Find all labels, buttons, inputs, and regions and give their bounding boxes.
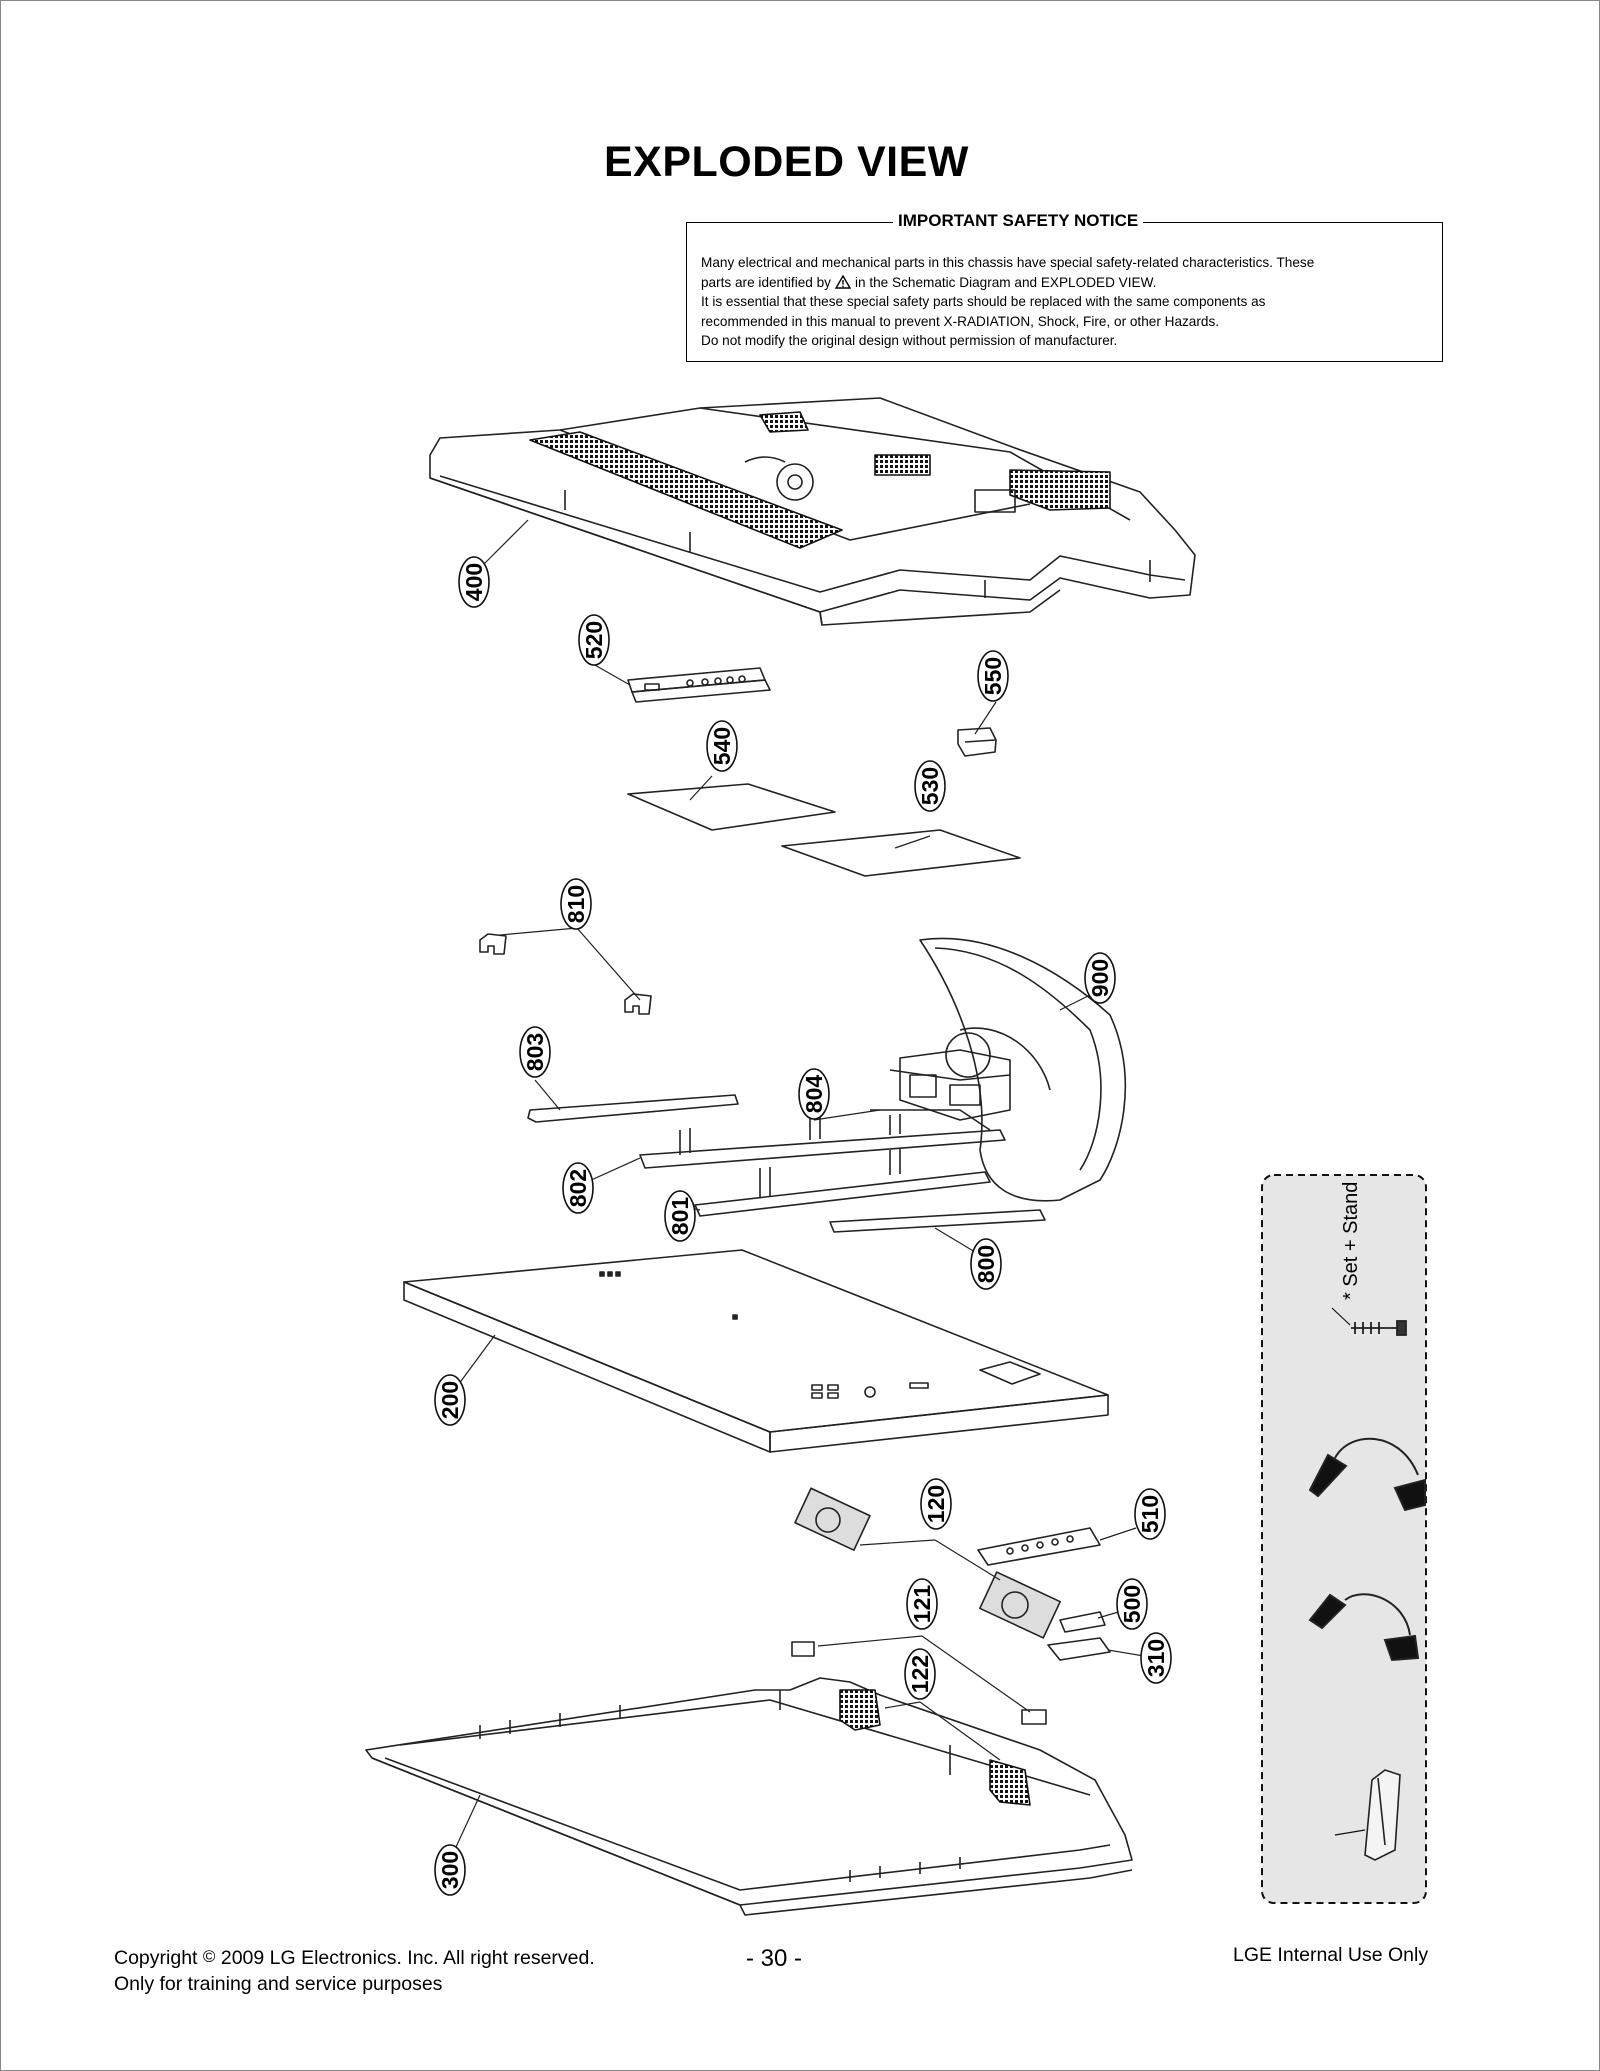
- callout-part-label: 300: [437, 1851, 463, 1889]
- callout-part-550: 550: [977, 650, 1009, 702]
- safety-notice-heading: IMPORTANT SAFETY NOTICE: [893, 211, 1144, 231]
- callout-part-label: 810: [563, 885, 589, 923]
- part-310: [1047, 1637, 1111, 1661]
- sheet-540: [627, 783, 836, 831]
- callout-part-400: 400: [458, 556, 490, 608]
- stand-neck-a2-icon: [1364, 1769, 1401, 1861]
- leader-lines: [449, 519, 1157, 1861]
- callout-part-200: 200: [434, 1374, 466, 1426]
- callout-part-label: 530: [917, 767, 943, 805]
- footer-copyright: Copyright © 2009 LG Electronics. Inc. Al…: [114, 1944, 595, 1997]
- notice-line-2-rest: in the Schematic Diagram and EXPLODED VI…: [854, 274, 1157, 290]
- sheet-530: [781, 829, 1021, 877]
- cable-lv1-icon: [1308, 1593, 1420, 1662]
- footer-line-2: Only for training and service purposes: [114, 1973, 443, 1995]
- callout-part-122: 122: [904, 1648, 936, 1700]
- notice-line-3: It is essential that these special safet…: [701, 294, 1266, 309]
- part-550: [957, 727, 997, 757]
- callout-part-121: 121: [906, 1578, 938, 1630]
- accessory-box: * Set + Stand: [1261, 1174, 1427, 1904]
- callout-part-310: 310: [1140, 1632, 1172, 1684]
- footer-internal-use: LGE Internal Use Only: [1233, 1944, 1429, 1966]
- warning-triangle-icon: [834, 274, 851, 289]
- callout-part-803: 803: [519, 1026, 551, 1078]
- callout-part-label: 804: [801, 1075, 827, 1114]
- callout-part-label: 520: [581, 621, 607, 659]
- notice-line-2: parts are identified by in the Schematic …: [701, 273, 1431, 293]
- back-cover-part: [429, 397, 1196, 626]
- part-500: [1059, 1611, 1106, 1633]
- front-cabinet-300-part: [365, 1677, 1133, 1916]
- callout-part-label: 801: [667, 1197, 693, 1236]
- callout-part-540: 540: [706, 720, 738, 772]
- notice-line-2-prefix: parts are identified by: [701, 274, 831, 290]
- callout-part-510: 510: [1134, 1488, 1166, 1540]
- callout-part-900: 900: [1084, 952, 1116, 1004]
- callout-part-300: 300: [434, 1844, 466, 1896]
- copyright-symbol: ©: [202, 1947, 216, 1966]
- callout-part-120: 120: [920, 1478, 952, 1530]
- bracket-520-part: [627, 667, 771, 703]
- callout-part-label: 802: [565, 1169, 591, 1207]
- rail-801-part: [694, 1149, 991, 1217]
- cable-lv2-icon: [1308, 1437, 1426, 1512]
- callout-part-label: 120: [923, 1485, 949, 1523]
- notice-line-1: Many electrical and mechanical parts in …: [701, 255, 1315, 270]
- notice-line-4: recommended in this manual to prevent X-…: [701, 313, 1220, 329]
- callout-part-520: 520: [578, 614, 610, 666]
- notice-line-5: Do not modify the original design withou…: [701, 333, 1118, 348]
- stand-900-part: [889, 937, 1127, 1202]
- copyright-rest: 2009 LG Electronics. Inc. All right rese…: [220, 1947, 595, 1969]
- callout-part-label: 550: [980, 657, 1006, 695]
- page-number: - 30 -: [746, 1945, 803, 1972]
- callout-part-802: 802: [562, 1162, 594, 1214]
- callout-part-label: 900: [1087, 959, 1113, 997]
- callout-part-label: 803: [522, 1033, 548, 1071]
- callout-part-800: 800: [970, 1238, 1002, 1290]
- callout-part-label: 500: [1119, 1585, 1145, 1623]
- clip-810-part: [479, 933, 652, 1015]
- page-title: EXPLODED VIEW: [604, 138, 969, 186]
- rail-800: [829, 1209, 1046, 1233]
- callout-part-label: 510: [1137, 1495, 1163, 1533]
- callout-part-label: 310: [1143, 1639, 1169, 1677]
- lcd-panel-200-part: [403, 1249, 1109, 1453]
- callout-part-label: 540: [709, 727, 735, 765]
- callout-part-530: 530: [914, 760, 946, 812]
- part-callouts: 400 520 550 540 530 810 900 803 804 802 801 800 200 1…: [434, 556, 1346, 1896]
- callout-part-label: 400: [461, 563, 487, 601]
- callout-part-label: 800: [973, 1245, 999, 1283]
- callout-part-label: 121: [909, 1585, 935, 1624]
- rail-803: [527, 1094, 739, 1123]
- callout-part-label: 200: [437, 1381, 463, 1419]
- rail-802-part: [639, 1109, 1006, 1169]
- callout-part-804: 804: [798, 1068, 830, 1120]
- callout-part-810: 810: [560, 878, 592, 930]
- accessory-note: * Set + Stand: [1340, 1182, 1362, 1300]
- callout-part-label: 122: [907, 1655, 933, 1693]
- copyright-prefix: Copyright: [114, 1947, 198, 1969]
- screw-a10-icon: [1351, 1320, 1407, 1336]
- callout-part-801: 801: [664, 1190, 696, 1242]
- safety-notice-box: IMPORTANT SAFETY NOTICE Many electrical …: [686, 211, 1443, 362]
- bar-510-part: [977, 1527, 1101, 1566]
- clip-121-part: [791, 1641, 1047, 1725]
- callout-part-500: 500: [1116, 1578, 1148, 1630]
- speaker-120-part: [794, 1487, 1061, 1639]
- safety-notice-body: Many electrical and mechanical parts in …: [701, 253, 1431, 351]
